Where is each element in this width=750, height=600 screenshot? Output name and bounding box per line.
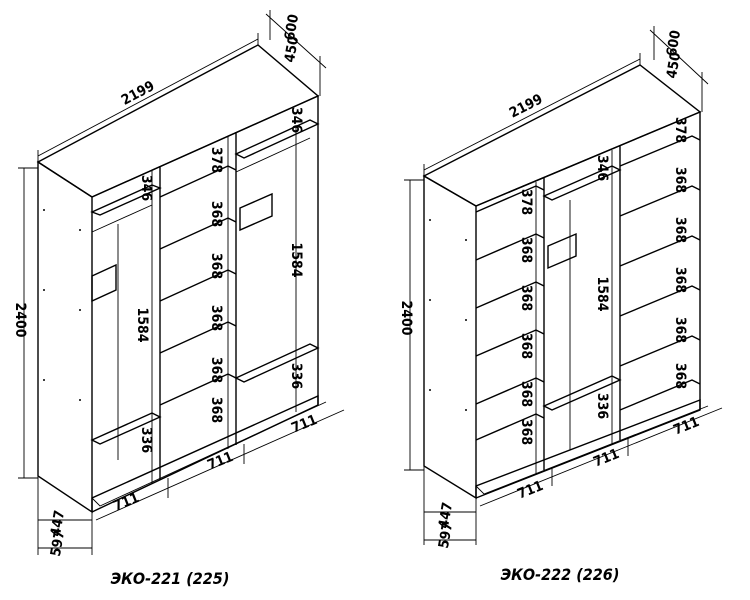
c1-width-label: 2199 [119,78,157,109]
c2-mid-bottom-shelf [542,375,622,411]
c2-mid-336: 336 [594,393,610,420]
c2-height-dimension: 2400 [398,179,424,471]
c1-caption: ЭКО-221 (225) [111,569,230,588]
c1-mid-368-3: 368 [208,305,224,331]
c1-section-widths: 711 711 711 [95,409,345,521]
c1-right-top-shelf [234,119,320,159]
c2-side-holes [429,219,467,411]
c1-right-hang-1584: 1584 [288,242,304,277]
c1-section-2-width: 711 [205,449,235,474]
c2-left-368-2: 368 [518,285,534,311]
cabinet-eko-222: 2199 600 450 2400 447 597 [398,26,723,584]
cabinet-eko-221: 2199 600 450 2400 447 597 [12,10,345,588]
c1-depth-dimension: 600 450 [265,10,327,96]
c1-mid-378: 378 [208,147,224,173]
c1-left-bottom-shelf [90,412,162,445]
c1-left-rail-bracket [91,263,117,303]
c2-back-edge [475,110,701,499]
c2-caption: ЭКО-222 (226) [501,565,620,584]
c2-right-368-1: 368 [672,167,688,193]
c2-height-label: 2400 [398,300,414,335]
c1-top-left-346: 346 [138,175,154,202]
c1-right-bottom-336: 336 [288,363,304,390]
c1-back-edge [91,94,319,513]
c2-base-inner: 447 [436,501,456,530]
c2-left-368-3: 368 [518,333,534,359]
c1-right-lower-shelf [234,343,320,383]
c1-internal-dimensions: 346 378 368 368 368 368 368 1584 336 346… [134,107,304,454]
c2-mid-346: 346 [594,155,610,182]
c1-middle-shelves [159,165,237,406]
c2-base-outer: 597 [436,521,456,550]
c2-right-368-5: 368 [672,363,688,389]
c2-right-368-3: 368 [672,267,688,293]
c2-right-368-2: 368 [672,217,688,243]
c2-section-1-width: 711 [515,478,545,503]
c1-depth-inner: 450 [282,35,302,64]
c1-left-bottom-336: 336 [138,427,154,454]
c1-base-outer: 597 [48,529,68,558]
c2-right-378: 378 [672,117,688,143]
c2-depth-dimension: 600 450 [649,26,709,112]
c2-left-368-4: 368 [518,381,534,407]
c1-top-right-346: 346 [288,107,304,134]
c1-width-dimension: 2199 [37,33,259,162]
c1-left-hang-1584: 1584 [134,307,150,342]
c1-mid-368-4: 368 [208,357,224,383]
c1-base-inner: 447 [48,509,68,538]
c2-left-368-1: 368 [518,237,534,263]
c2-right-368-4: 368 [672,317,688,343]
c1-left-top-shelf [90,184,162,216]
c1-mid-368-2: 368 [208,253,224,279]
c2-left-368-5: 368 [518,419,534,445]
c2-left-side [423,174,477,500]
c1-right-rail-bracket [239,192,273,232]
c1-height-dimension: 2400 [12,167,38,479]
c1-depth-outer: 600 [282,13,302,42]
c2-mid-rail-bracket [547,232,577,270]
c2-section-3-width: 711 [671,414,701,439]
c1-height-label: 2400 [12,302,28,337]
c2-base-dimension: 447 597 [423,466,477,550]
c2-left-shelves [475,185,545,441]
c2-left-378: 378 [518,189,534,215]
c2-top-panel [422,64,702,207]
c1-section-1-width: 711 [111,490,141,515]
c1-side-holes [43,209,81,401]
c1-top-panel [36,44,320,198]
c2-mid-1584: 1584 [594,276,610,311]
c1-left-side [37,160,93,514]
c1-base-dimension: 447 597 [37,476,93,558]
c2-internal-dimensions: 378 368 368 368 368 368 346 1584 336 378… [518,117,688,445]
c2-depth-outer: 600 [664,29,684,58]
c2-mid-top-shelf [542,165,622,201]
c1-mid-368-5: 368 [208,397,224,423]
c2-depth-inner: 450 [664,51,684,80]
c1-mid-368-1: 368 [208,201,224,227]
c2-right-shelves [619,135,701,411]
